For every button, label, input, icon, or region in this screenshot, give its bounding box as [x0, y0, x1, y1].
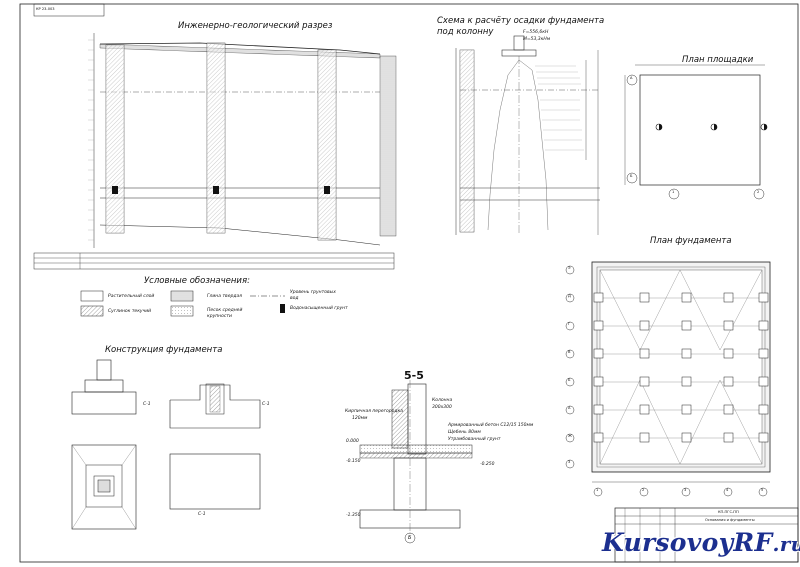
legend-groundwater: Уровень грунтовых вод	[290, 290, 336, 301]
plan-row-6: Ж	[568, 434, 572, 438]
plan-col-1: 1	[596, 488, 599, 492]
site-plan-title: План площадки	[682, 55, 754, 65]
titleblock-doc: КП-ПГС-ПП	[718, 510, 739, 514]
column-note: Колонна	[432, 398, 453, 403]
settlement-title: Схема к расчёту осадки фундамента под ко…	[437, 16, 605, 37]
plan-row-0: Э	[568, 266, 571, 270]
load-m: М=53,3кНм	[523, 37, 551, 42]
site-plan	[624, 64, 768, 200]
title-block	[614, 507, 799, 563]
plan-row-4: Б	[568, 378, 571, 382]
plan-col-5: 5	[761, 488, 764, 492]
legend-saturated: Водонасыщенный грунт	[290, 306, 348, 311]
legend-loam: Суглинок текучий	[108, 309, 152, 314]
watermark-logo: KursovoyRF.ru	[602, 528, 800, 557]
brick-wall-note: Кирпичная перегородка	[345, 409, 403, 414]
legend-sand: Песок средней крупности	[207, 308, 243, 319]
cut-mark-2: С-1	[262, 402, 270, 407]
legend-topsoil: Растительный слой	[108, 294, 155, 299]
cut-mark-1: С-1	[143, 402, 151, 407]
site-axis-2: 2	[757, 190, 760, 194]
stamp-code: КР 23-003	[36, 7, 55, 11]
foundation-plan-title: План фундамента	[650, 236, 732, 246]
legend-title: Условные обозначения:	[144, 276, 250, 286]
axis-label: Б	[408, 535, 412, 541]
site-axis-a: А	[630, 76, 633, 80]
geological-section	[33, 33, 397, 270]
foundation-plan	[565, 261, 771, 497]
level-1: -0.150	[346, 459, 361, 464]
legend-clay: Глина твердая	[207, 294, 242, 299]
stamp-box	[33, 3, 105, 17]
column-size: 300х300	[432, 405, 452, 410]
plan-col-4: 4	[726, 488, 729, 492]
compacted-note: Утрамбованный грунт	[448, 437, 501, 442]
construction-title: Конструкция фундамента	[105, 345, 223, 355]
brick-wall-thk: 120мм	[352, 416, 368, 421]
foundation-construction	[71, 359, 261, 530]
legend	[80, 290, 285, 317]
plan-row-5: А	[568, 406, 571, 410]
cut-5-5	[359, 380, 473, 544]
plan-col-2: 2	[642, 488, 645, 492]
site-axis-b: Б	[630, 174, 633, 178]
level-3: -1.350	[346, 513, 361, 518]
plan-row-2: Г	[568, 322, 571, 326]
gravel-note: Щебень 80мм	[448, 430, 481, 435]
site-axis-1: 1	[672, 190, 675, 194]
level-0: 0.000	[346, 439, 359, 444]
cut-mark-3: С-1	[198, 512, 206, 517]
load-f: F=556,6кН	[523, 30, 549, 35]
section-title: Инженерно-геологический разрез	[178, 21, 333, 31]
settlement-scheme	[455, 35, 600, 235]
cut-title: 5-5	[404, 369, 424, 382]
plan-row-7: З	[568, 460, 571, 464]
plan-row-3: В	[568, 350, 571, 354]
plan-row-1: Д	[568, 294, 571, 298]
level-2: -0.250	[480, 462, 495, 467]
plan-col-3: 3	[684, 488, 687, 492]
concrete-note: Армированный бетон С12/15 150мм	[448, 423, 534, 428]
sheet-frame	[19, 3, 799, 563]
watermark-main: KursovoyRF	[602, 528, 773, 557]
titleblock-name: Основания и фундаменты	[705, 518, 755, 522]
watermark-tld: .ru	[772, 532, 800, 556]
